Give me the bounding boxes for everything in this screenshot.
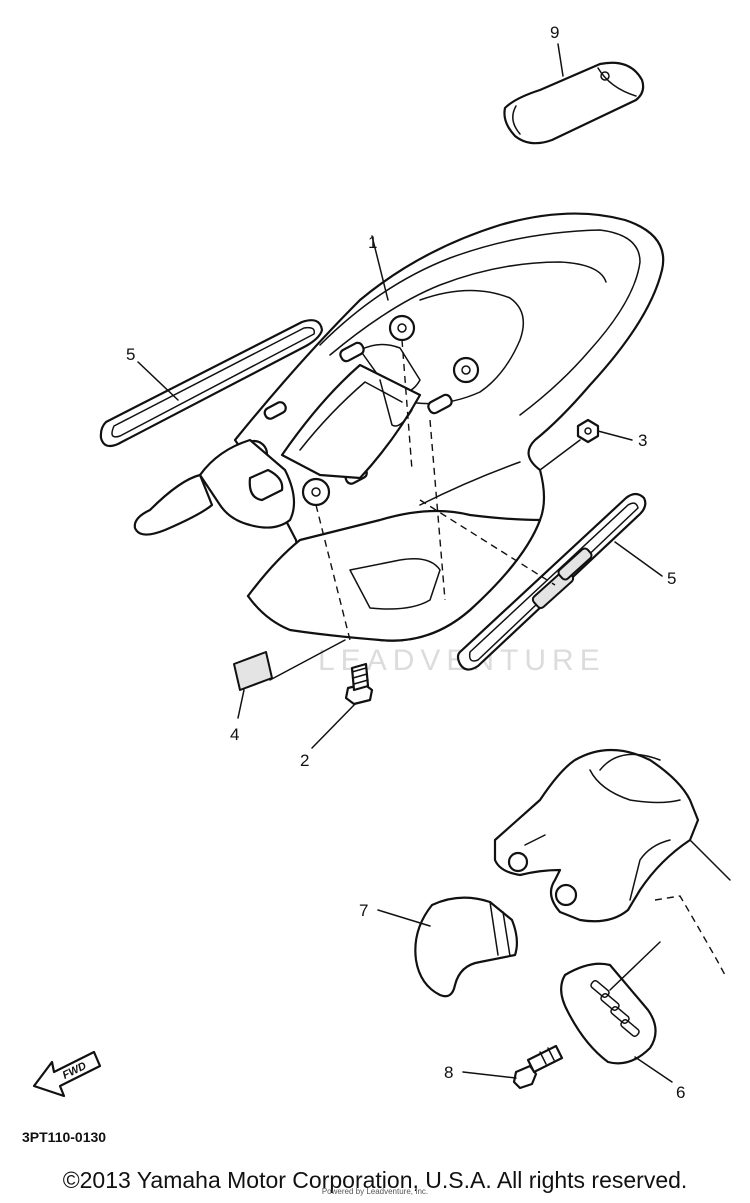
callout-1: 1 [368, 233, 377, 252]
callout-6: 6 [676, 1083, 685, 1102]
part-1-rear-fender [133, 212, 665, 642]
leader-1 [371, 235, 389, 301]
leader-8 [462, 1071, 517, 1079]
assembly-line-d [419, 499, 556, 586]
callout-2: 2 [300, 751, 309, 770]
leader-3 [597, 430, 633, 441]
leader-5b [614, 541, 663, 577]
callout-4: 4 [230, 725, 239, 744]
leader-6b [609, 941, 661, 991]
callout-8: 8 [444, 1063, 453, 1082]
part-5-reflector-left [99, 319, 324, 448]
fwd-arrow-icon: FWD [32, 1050, 102, 1098]
callout-5b: 5 [667, 569, 676, 588]
part-3-nut [576, 418, 600, 444]
leader-7 [377, 909, 431, 927]
leader-4b [269, 639, 346, 681]
part-9-pad [503, 61, 645, 145]
callout-3: 3 [638, 431, 647, 450]
callout-5a: 5 [126, 345, 135, 364]
callout-9: 9 [550, 23, 559, 42]
credit-text: Powered by Leadventure, Inc. [321, 1187, 429, 1196]
leader-4 [237, 689, 245, 719]
leader-6 [634, 1056, 673, 1083]
callout-7: 7 [359, 901, 368, 920]
leader-5a [137, 361, 179, 401]
leader-3b [539, 439, 581, 471]
assembly-line-b [429, 419, 446, 601]
part-2-screw [344, 662, 374, 706]
part-7-guard [414, 896, 519, 998]
part-6-plate [560, 962, 657, 1065]
leader-2 [311, 702, 357, 749]
frame-section [493, 748, 731, 976]
assembly-line-a [401, 339, 413, 471]
part-code: 3PT110-0130 [22, 1129, 106, 1145]
part-4-label [233, 651, 273, 691]
part-8-bolt [512, 1044, 564, 1090]
leader-9 [557, 43, 564, 77]
part-5-reflector-right [456, 492, 647, 671]
copyright-text: ©2013 Yamaha Motor Corporation, U.S.A. A… [62, 1167, 688, 1193]
